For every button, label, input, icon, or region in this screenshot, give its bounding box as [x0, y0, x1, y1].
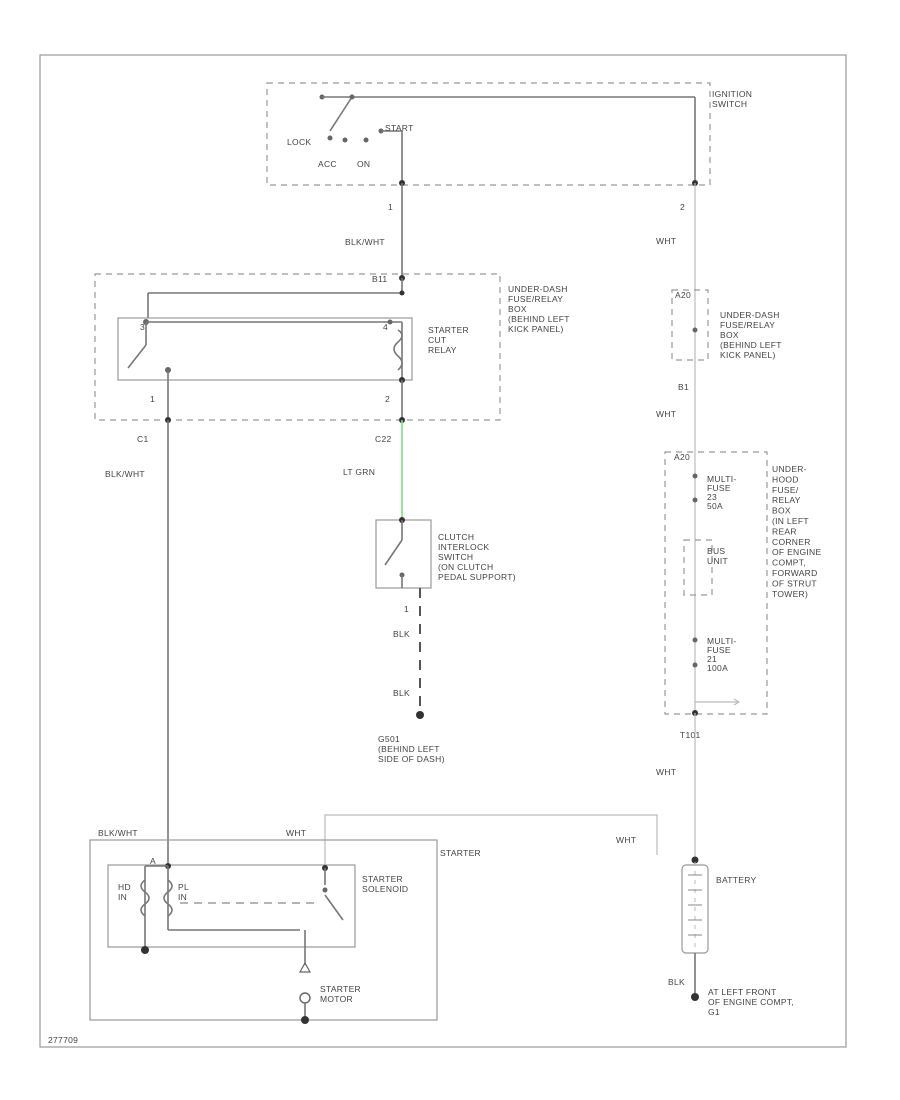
wire-wht-4: WHT	[286, 828, 306, 838]
relay-pin-4: 4	[383, 322, 388, 332]
battery-label: BATTERY	[716, 875, 757, 885]
wire-wht-2: WHT	[656, 409, 676, 419]
ignition-start-label: START	[385, 123, 414, 133]
underdash-box-left-boundary	[94, 273, 501, 421]
underdash-left-connector-c1: C1	[137, 434, 148, 444]
underdash-left-pin-1: 1	[150, 394, 155, 404]
ignition-lock-label: LOCK	[287, 137, 311, 147]
wire-blk-3: BLK	[668, 977, 685, 987]
wire-blk-wht-2: BLK/WHT	[105, 469, 145, 479]
wire-blk-1: BLK	[393, 629, 410, 639]
diagram-frame	[39, 54, 847, 1048]
clutch-switch-body	[375, 519, 432, 589]
battery-ground-symbol	[691, 993, 699, 1001]
ignition-switch-boundary	[266, 82, 711, 186]
ground-g501-symbol	[416, 711, 424, 719]
underdash-left-connector-c22: C22	[375, 434, 392, 444]
ignition-on-label: ON	[357, 159, 370, 169]
wire-wht-battery-solenoid	[324, 814, 658, 868]
ignition-acc-label: ACC	[318, 159, 337, 169]
wire-wht-1: WHT	[656, 236, 676, 246]
wire-wht-3: WHT	[656, 767, 676, 777]
underdash-left-connector-top: B11	[372, 274, 387, 284]
starter-motor-symbol	[299, 992, 311, 1004]
ignition-pin-1: 1	[388, 202, 393, 212]
underhood-connector-bottom: T101	[680, 730, 701, 740]
wire-blk-wht-1: BLK/WHT	[345, 237, 385, 247]
starter-label: STARTER	[440, 848, 481, 858]
underdash-left-pin-2: 2	[385, 394, 390, 404]
underhood-box-boundary	[664, 451, 768, 715]
clutch-switch-pin: 1	[404, 604, 409, 614]
diagram-id: 277709	[48, 1035, 78, 1045]
underdash-box-right-boundary	[671, 289, 709, 361]
underhood-connector-top: A20	[674, 452, 690, 462]
ignition-pin-2: 2	[680, 202, 685, 212]
wire-lt-grn: LT GRN	[343, 467, 375, 477]
wire-blk-wht-3: BLK/WHT	[98, 828, 138, 838]
starter-boundary	[89, 839, 438, 1021]
underdash-right-connector-bottom: B1	[678, 382, 689, 392]
relay-pin-3: 3	[140, 322, 145, 332]
underdash-right-connector-top: A20	[675, 290, 691, 300]
starter-solenoid-box	[107, 864, 356, 948]
starter-pin-a: A	[150, 856, 156, 866]
bus-unit-box	[683, 539, 713, 596]
starter-cut-relay-body	[117, 317, 413, 381]
wire-wht-5: WHT	[616, 835, 636, 845]
wire-blk-2: BLK	[393, 688, 410, 698]
